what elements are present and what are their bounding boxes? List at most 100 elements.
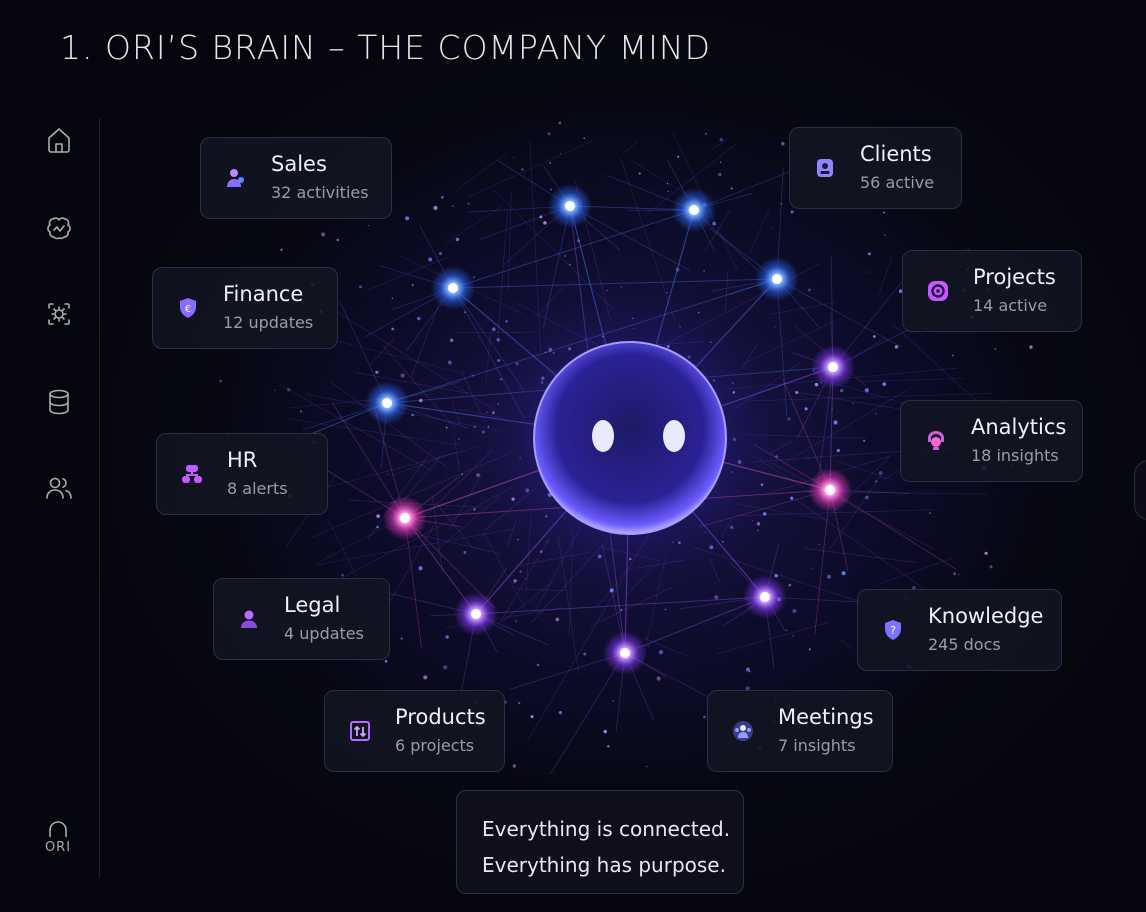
- sidebar-item-settings[interactable]: [43, 298, 75, 330]
- network-particle: [491, 327, 496, 332]
- box-arrows-icon: [350, 721, 370, 741]
- network-particle: [376, 371, 379, 374]
- network-particle: [530, 715, 534, 719]
- network-particle: [883, 234, 886, 236]
- network-particle: [882, 211, 885, 214]
- network-link: [329, 338, 460, 373]
- network-hubs: [365, 184, 855, 675]
- network-particle: [840, 388, 844, 393]
- svg-text:?: ?: [890, 624, 896, 637]
- network-particle: [864, 388, 869, 393]
- network-particle: [833, 420, 838, 425]
- network-particle: [785, 629, 788, 632]
- network-particle: [280, 248, 283, 251]
- network-particle: [620, 608, 623, 612]
- tagline-line-2: Everything has purpose.: [482, 853, 726, 877]
- network-particle: [441, 196, 444, 199]
- network-particle: [391, 297, 394, 300]
- tagline-line-1: Everything is connected.: [482, 817, 731, 841]
- network-particle: [951, 354, 954, 357]
- sidebar-item-home[interactable]: [43, 124, 75, 156]
- card-title: Clients: [860, 142, 932, 166]
- network-particle: [463, 311, 467, 314]
- network-particle: [826, 574, 832, 579]
- network-particle: [836, 448, 840, 453]
- org-chart-icon: [182, 465, 202, 483]
- network-particle: [645, 637, 647, 640]
- network-particle: [666, 182, 669, 185]
- network-link: [290, 393, 434, 409]
- bulb-icon: [928, 431, 944, 450]
- network-link: [444, 205, 504, 244]
- network-particle: [341, 574, 344, 577]
- card-icon-wrap: ?: [874, 611, 912, 649]
- brain-icon: [47, 217, 71, 240]
- network-hub-dot: [825, 485, 835, 495]
- sidebar-item-insights[interactable]: [43, 212, 75, 244]
- network-particle: [518, 702, 521, 705]
- network-particle: [513, 156, 515, 159]
- ori-logo[interactable]: ORI: [38, 820, 78, 860]
- network-particle: [719, 161, 722, 164]
- network-particle: [521, 168, 524, 171]
- network-particle: [547, 132, 551, 136]
- network-particle: [287, 388, 291, 392]
- network-particle: [376, 514, 380, 518]
- network-particle: [550, 188, 552, 191]
- network-particle: [391, 327, 395, 331]
- network-link: [318, 300, 498, 413]
- sidebar-item-team[interactable]: [43, 472, 75, 504]
- network-particle: [417, 316, 421, 321]
- network-particle: [703, 270, 705, 272]
- network-particle: [536, 663, 540, 667]
- ori-core-orb: [533, 341, 727, 535]
- network-particle: [841, 571, 846, 576]
- network-particle: [219, 379, 222, 383]
- ori-eye-left: [592, 420, 614, 452]
- network-particle: [274, 389, 276, 391]
- users-icon: [46, 477, 72, 499]
- network-link: [647, 639, 687, 657]
- network-link: [435, 502, 473, 549]
- network-particle: [558, 121, 562, 125]
- network-particle: [714, 595, 719, 600]
- sidebar-item-data[interactable]: [43, 386, 75, 418]
- network-particle: [675, 267, 680, 272]
- network-link: [432, 495, 443, 573]
- network-particle: [368, 224, 370, 227]
- network-particle: [472, 276, 476, 279]
- network-particle: [745, 667, 750, 672]
- network-particle: [874, 480, 878, 483]
- network-particle: [299, 410, 303, 413]
- network-particle: [865, 495, 869, 500]
- network-particle: [603, 729, 607, 734]
- network-particle: [929, 512, 931, 514]
- group-icon: [733, 721, 753, 741]
- side-panel-handle[interactable]: [1134, 460, 1146, 520]
- card-title: Projects: [973, 265, 1056, 289]
- network-particle: [1029, 345, 1033, 349]
- network-link: [776, 278, 902, 348]
- network-particle: [423, 675, 428, 680]
- network-link: [314, 528, 514, 566]
- network-particle: [525, 578, 527, 580]
- network-hub-dot: [448, 283, 458, 293]
- home-icon: [48, 128, 70, 153]
- network-link: [829, 489, 957, 570]
- network-particle: [894, 345, 899, 349]
- card-title: Meetings: [778, 705, 874, 729]
- card-icon-wrap: [917, 422, 955, 460]
- network-particle: [703, 715, 706, 719]
- network-link: [874, 557, 953, 586]
- card-icon-wrap: [724, 712, 762, 750]
